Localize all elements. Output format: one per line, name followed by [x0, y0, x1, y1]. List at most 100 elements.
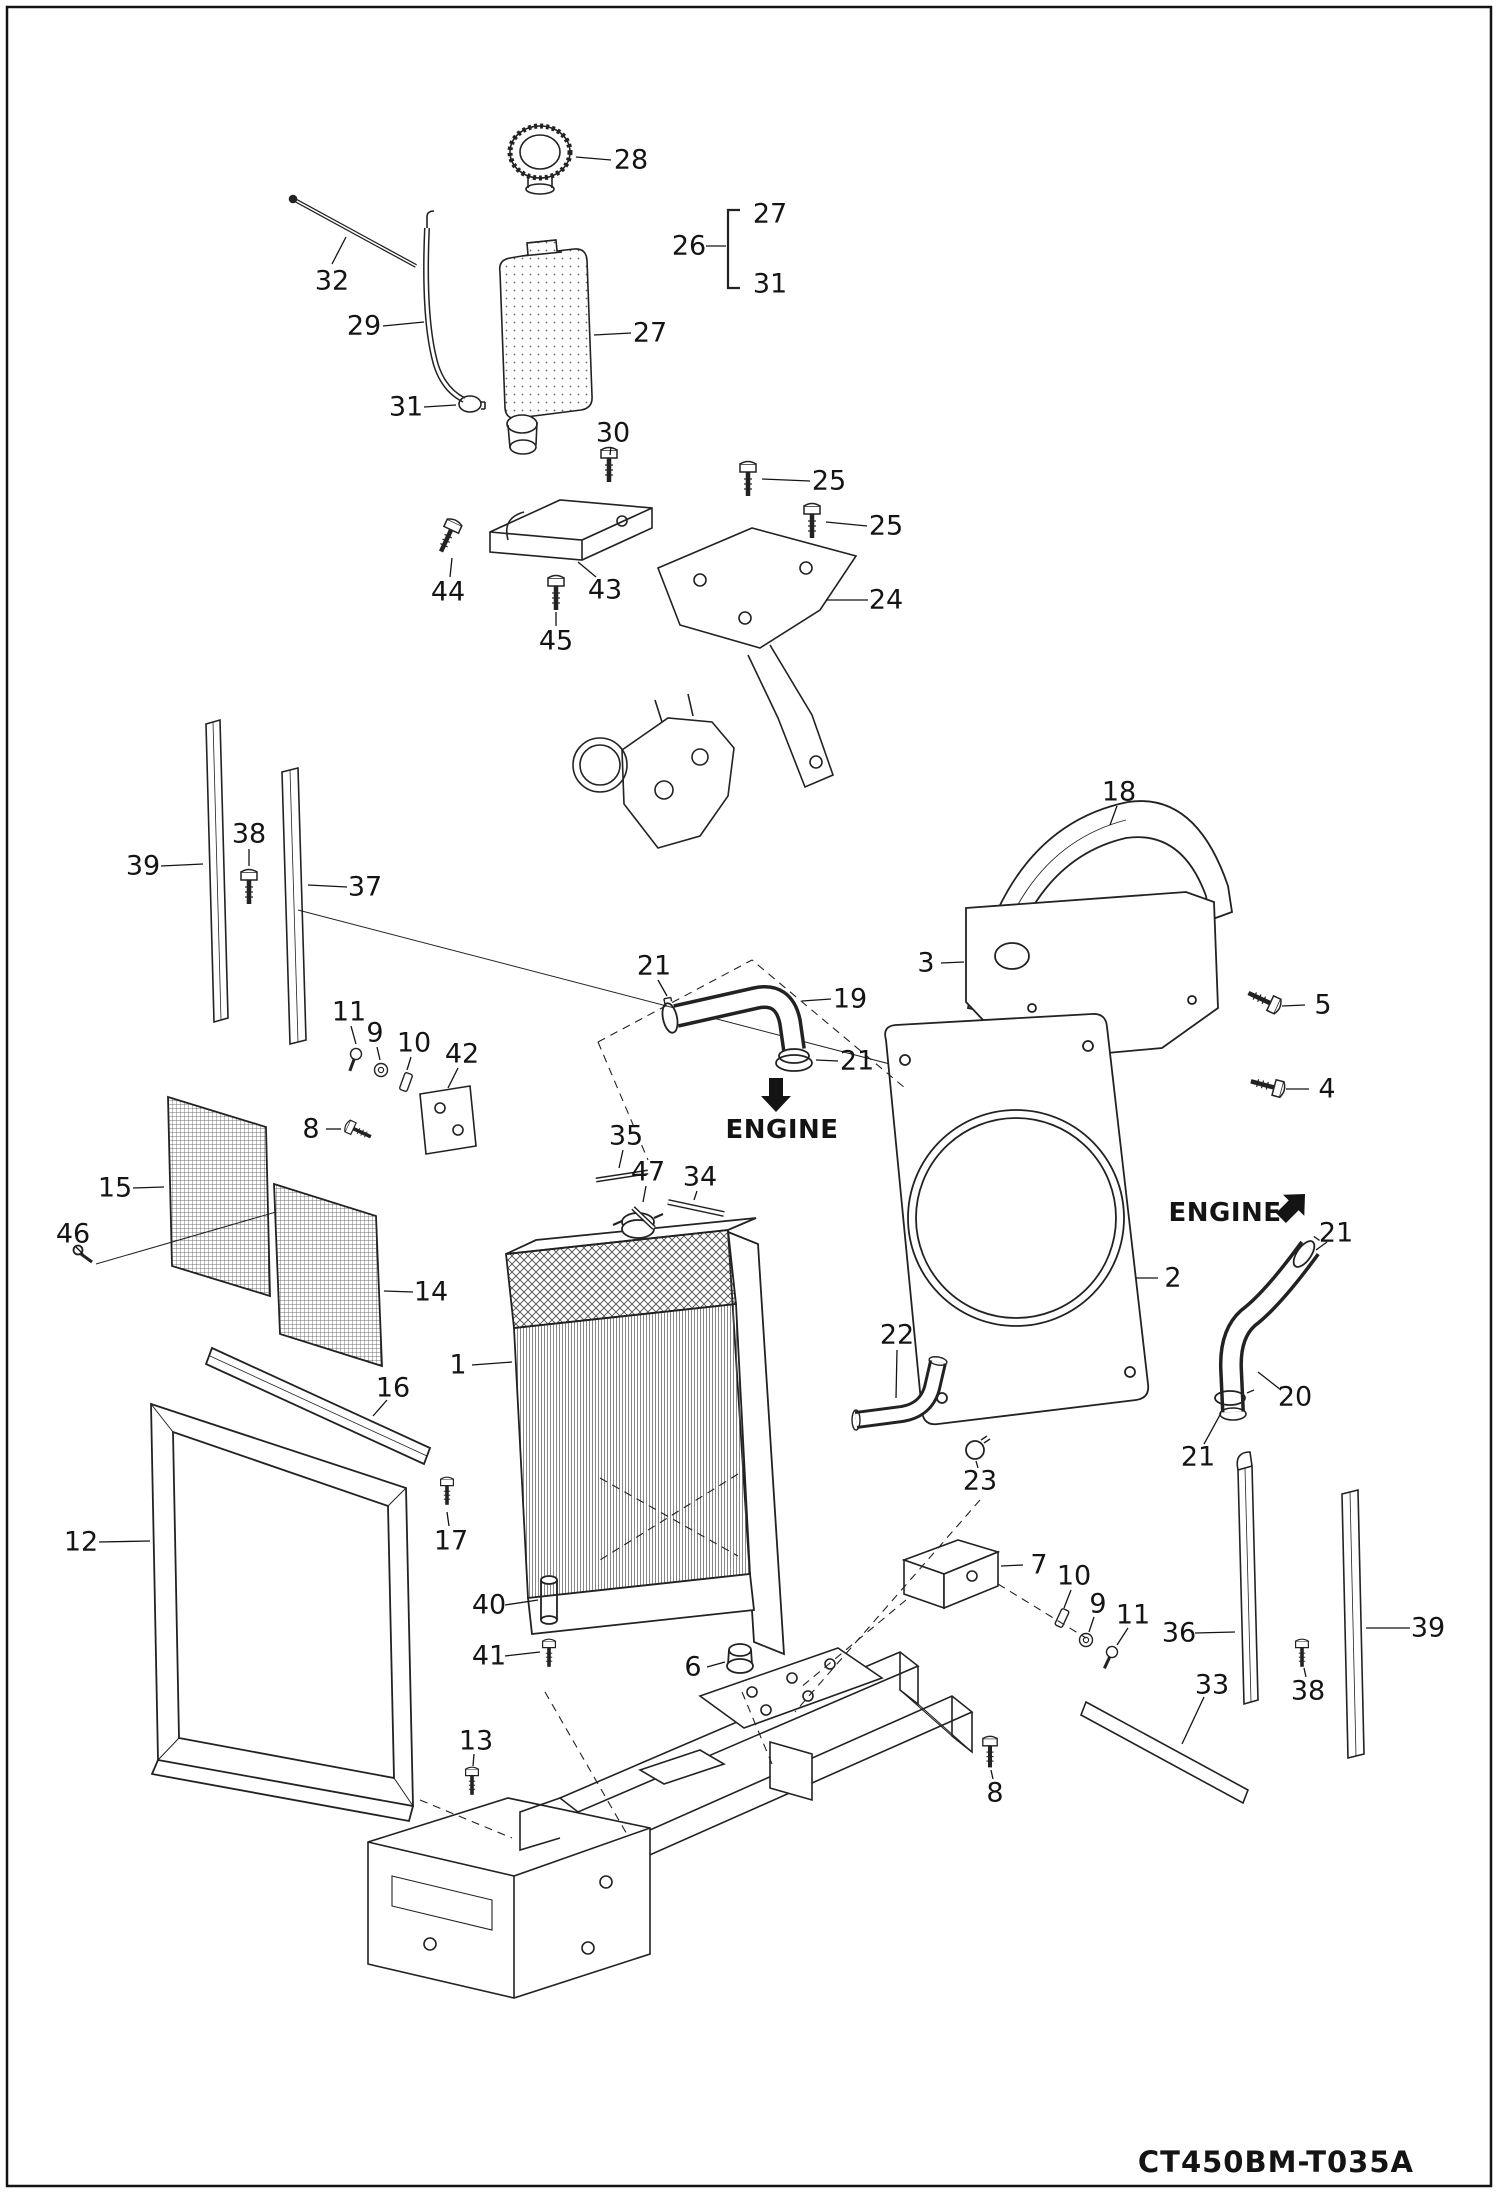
callout-27: 27 — [753, 199, 787, 230]
callout-12: 12 — [64, 1527, 98, 1558]
callout-21: 21 — [1181, 1442, 1215, 1473]
callout-leader-1 — [471, 1361, 513, 1366]
callout-ENGINE: ENGINE — [725, 1115, 838, 1145]
callout-21: 21 — [637, 951, 671, 982]
callout-leader-40 — [504, 1599, 539, 1606]
callout-21: 21 — [840, 1046, 874, 1077]
chassis-front-box — [367, 1797, 651, 1999]
callout-leader-7 — [1000, 1564, 1024, 1567]
callout-leader-16 — [372, 1399, 388, 1417]
callout-leader-9 — [376, 1046, 381, 1061]
callout-leader-23 — [975, 1460, 979, 1469]
grille-frame — [150, 1402, 481, 1823]
callout-23: 23 — [963, 1466, 997, 1497]
mounting-brackets-group — [434, 448, 858, 849]
callout-17: 17 — [434, 1526, 468, 1557]
callout-leader-28 — [575, 156, 612, 161]
callout-33: 33 — [1195, 1670, 1229, 1701]
mount-plate-24 — [656, 527, 858, 649]
callout-leader-35 — [618, 1149, 624, 1169]
diagram-code: CT450BM-T035A — [1137, 2145, 1414, 2179]
callout-10: 10 — [1057, 1561, 1091, 1592]
callout-15: 15 — [98, 1173, 132, 1204]
callout-leader-42 — [447, 1067, 459, 1089]
side-strips-left — [205, 718, 1079, 1114]
callout-leader-17 — [446, 1511, 450, 1527]
seal-strip-33 — [1080, 1700, 1249, 1805]
callout-11: 11 — [1116, 1600, 1150, 1631]
chassis-frame — [341, 1045, 1365, 1999]
construction-lines — [419, 959, 1087, 1839]
hose-clamp-23 — [965, 1435, 991, 1460]
coolant-tank-group — [288, 123, 740, 455]
callout-39: 39 — [1411, 1613, 1445, 1644]
callout-14: 14 — [414, 1277, 448, 1308]
callout-leader-13 — [472, 1753, 475, 1767]
callout-44: 44 — [431, 577, 465, 608]
callout-4: 4 — [1318, 1074, 1335, 1105]
callout-leader-10 — [406, 1056, 412, 1071]
engine-manifold-sketch — [572, 693, 735, 849]
callout-3: 3 — [917, 948, 934, 979]
hose-clamp-21c — [1292, 1235, 1320, 1268]
callout-leader-29 — [382, 321, 425, 327]
callout-29: 29 — [347, 311, 381, 342]
radiator-bottom-tank — [527, 1573, 755, 1635]
coolant-tank — [498, 239, 593, 420]
callout-28: 28 — [614, 145, 648, 176]
callout-32: 32 — [315, 266, 349, 297]
callout-20: 20 — [1278, 1382, 1312, 1413]
upper-shroud-3 — [965, 891, 1219, 1059]
callout-8: 8 — [302, 1114, 319, 1145]
fan-opening — [907, 1109, 1125, 1327]
tank-cap — [507, 123, 573, 195]
callout-40: 40 — [472, 1590, 506, 1621]
callout-leader-19 — [801, 998, 832, 1002]
callout-43: 43 — [588, 575, 622, 606]
callout-leader-46 — [75, 1246, 84, 1255]
callout-38: 38 — [232, 819, 266, 850]
callout-leader-27 — [593, 332, 632, 336]
callout-leader-18 — [1109, 805, 1118, 826]
callout-2: 2 — [1164, 1263, 1181, 1294]
knob-pin-46 — [72, 1244, 93, 1264]
callout-leader-30 — [609, 446, 612, 456]
callout-38: 38 — [1291, 1676, 1325, 1707]
hose-flange-21b — [775, 1054, 813, 1072]
callout-leader-38 — [1303, 1667, 1307, 1678]
callout-leader-21 — [1315, 1241, 1328, 1251]
callout-45: 45 — [539, 626, 573, 657]
callout-leader-11 — [1116, 1627, 1129, 1646]
callout-11: 11 — [332, 997, 366, 1028]
callout-leader-32 — [331, 236, 347, 265]
callout-41: 41 — [472, 1641, 506, 1672]
callout-25: 25 — [869, 511, 903, 542]
callout-leader-31 — [423, 404, 457, 408]
callout-leader-20 — [1257, 1371, 1282, 1391]
hoses-group — [661, 985, 1320, 1460]
tank-bracket-43 — [489, 499, 653, 561]
callout-7: 7 — [1030, 1550, 1047, 1581]
hose-clamp-21d — [1214, 1389, 1255, 1406]
callout-35: 35 — [609, 1121, 643, 1152]
callout-leader-33 — [1181, 1696, 1205, 1745]
hose-clamp-21a — [661, 996, 679, 1034]
callout-31: 31 — [389, 392, 423, 423]
overflow-tube — [423, 227, 466, 403]
callout-5: 5 — [1314, 990, 1331, 1021]
callout-leader-5 — [1281, 1004, 1306, 1007]
callout-34: 34 — [683, 1162, 717, 1193]
callout-leader-21 — [815, 1059, 839, 1062]
callout-9: 9 — [1089, 1589, 1106, 1620]
callout-39: 39 — [126, 851, 160, 882]
callout-31: 31 — [753, 269, 787, 300]
screen-14 — [273, 1182, 383, 1368]
callout-21: 21 — [1319, 1218, 1353, 1249]
callout-leader-44 — [449, 557, 453, 578]
callout-13: 13 — [459, 1726, 493, 1757]
callout-bracket — [726, 208, 740, 290]
callout-leader-15 — [132, 1186, 165, 1189]
callout-leader-36 — [1194, 1631, 1236, 1634]
callout-leader-14 — [383, 1290, 414, 1293]
